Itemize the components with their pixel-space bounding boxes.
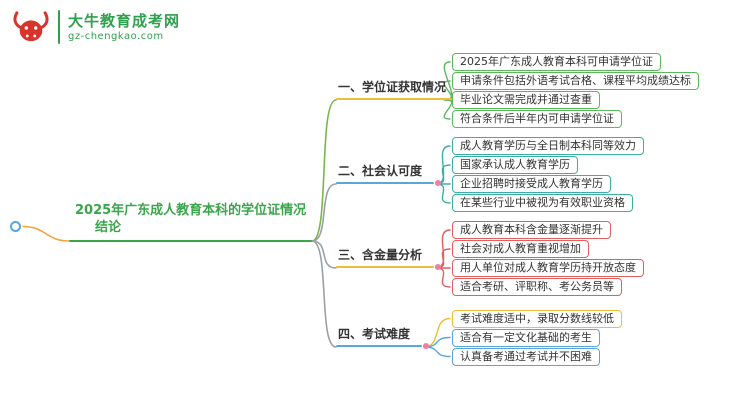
central-topic-subtitle: 结论 — [95, 220, 122, 235]
branch-end-dot — [423, 343, 430, 349]
branch-underline — [336, 182, 435, 184]
central-underline — [69, 240, 313, 242]
branch-label: 四、考试难度 — [338, 327, 411, 341]
central-topic: 2025年广东成人教育本科的学位证情况 结论 — [69, 202, 313, 242]
branch-end-dot — [435, 264, 442, 270]
branch-label: 三、含金量分析 — [338, 248, 423, 262]
leaf-node: 成人教育学历与全日制本科同等效力 — [452, 137, 644, 155]
leaf-node: 适合考研、评职称、考公务员等 — [452, 278, 622, 296]
logo-url: gz-chengkao.com — [68, 30, 164, 42]
leaf-node: 企业招聘时接受成人教育学历 — [452, 175, 611, 193]
leaf-node: 适合有一定文化基础的考生 — [452, 328, 600, 347]
branch-topic-2: 二、社会认可度 — [336, 163, 442, 186]
branch-end-dot — [435, 180, 442, 186]
branch-underline — [336, 345, 423, 347]
branch-underline — [336, 98, 459, 100]
logo-title: 大牛教育成考网 — [68, 11, 181, 30]
leaf-node: 毕业论文需完成并通过查重 — [452, 91, 600, 109]
logo-text-block: 大牛教育成考网 gz-chengkao.com — [68, 12, 180, 43]
leaf-node: 在某些行业中被视为有效职业资格 — [452, 194, 633, 212]
branch-underline — [336, 266, 435, 268]
leaf-node: 用人单位对成人教育学历持开放态度 — [452, 259, 644, 277]
leaf-node: 社会对成人教育重视增加 — [452, 240, 589, 258]
branch-label: 二、社会认可度 — [338, 164, 423, 178]
leaf-node: 认真备考通过考试并不困难 — [452, 347, 600, 366]
leaf-node: 国家承认成人教育学历 — [452, 156, 578, 174]
root-dot — [10, 221, 21, 232]
branch-topic-1: 一、学位证获取情况 — [336, 79, 466, 102]
leaf-node: 申请条件包括外语考试合格、课程平均成绩达标 — [452, 72, 699, 90]
site-logo[interactable]: 大牛教育成考网 gz-chengkao.com — [12, 10, 180, 44]
branch-topic-3: 三、含金量分析 — [336, 247, 442, 270]
bull-logo-icon — [13, 11, 49, 42]
branch-label: 一、学位证获取情况 — [338, 80, 447, 94]
leaf-node: 成人教育本科含金量逐渐提升 — [452, 221, 611, 239]
leaf-node: 2025年广东成人教育本科可申请学位证 — [452, 53, 661, 71]
central-topic-title: 2025年广东成人教育本科的学位证情况 — [75, 203, 307, 218]
leaf-node: 符合条件后半年内可申请学位证 — [452, 110, 622, 128]
leaf-node: 考试难度适中，录取分数线较低 — [452, 309, 622, 328]
branch-topic-4: 四、考试难度 — [336, 326, 430, 349]
logo-divider — [58, 10, 60, 44]
